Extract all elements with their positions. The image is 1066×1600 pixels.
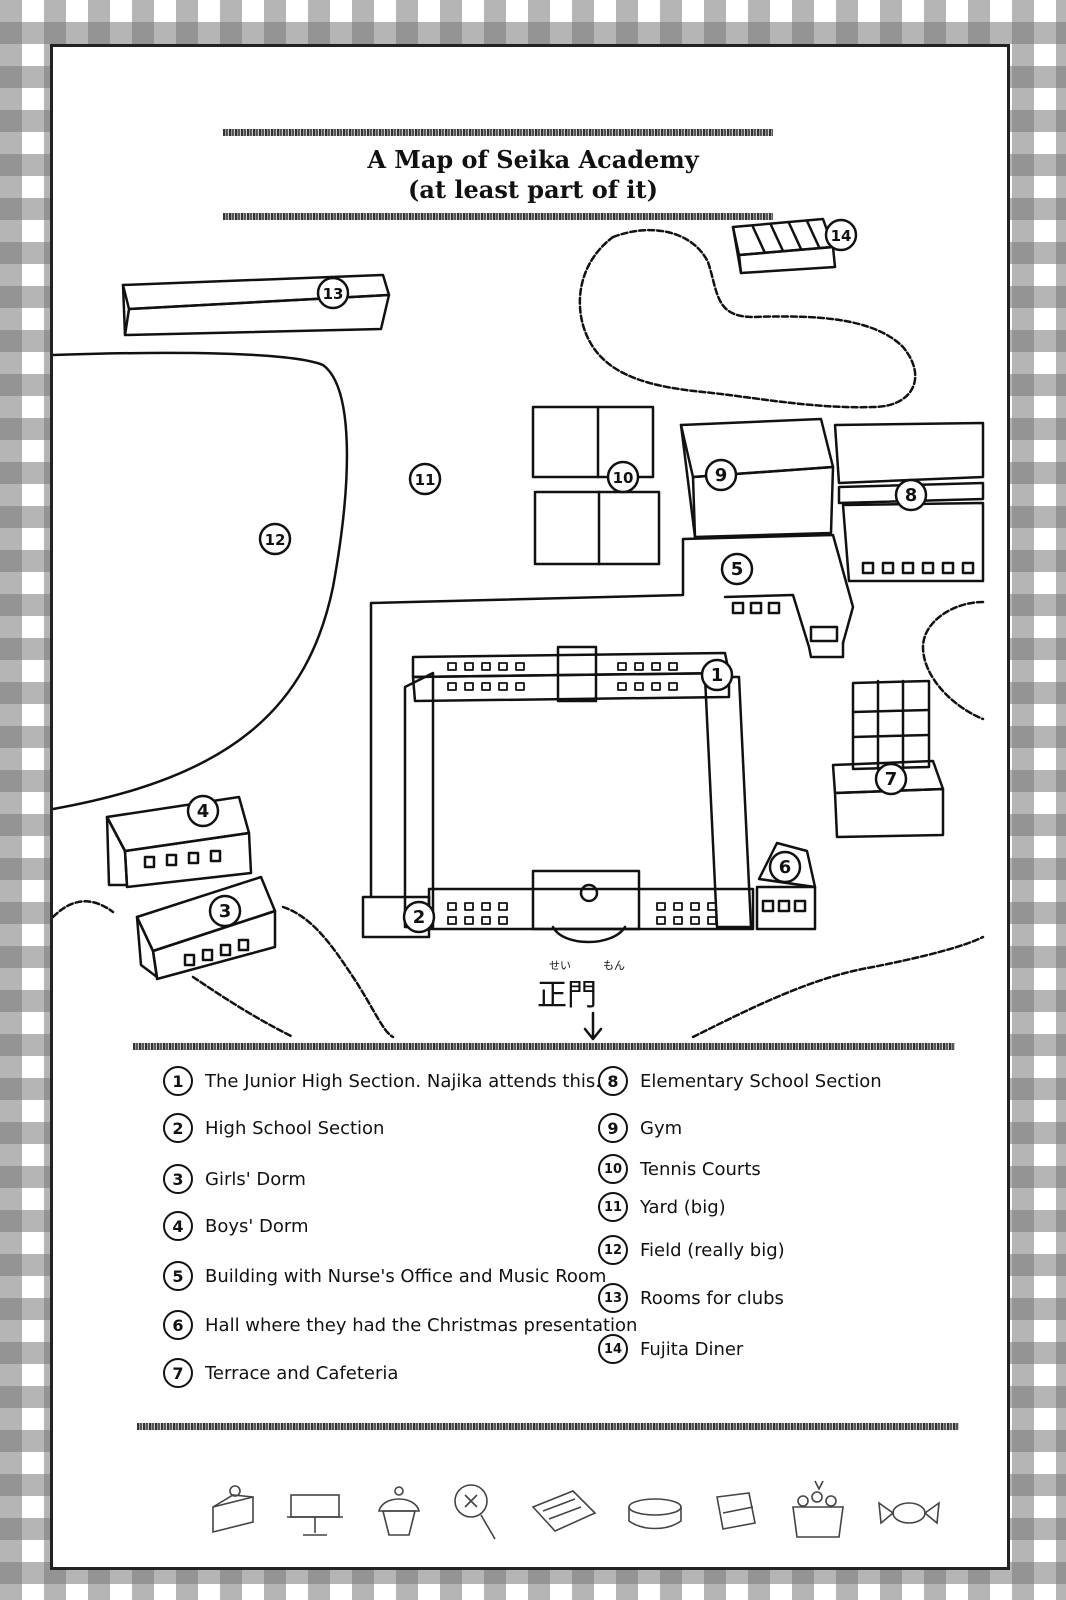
legend-text: Yard (big) xyxy=(640,1196,726,1218)
title-rule-top xyxy=(223,129,773,136)
svg-text:7: 7 xyxy=(885,769,898,790)
field-area xyxy=(53,351,349,811)
legend-rule-top xyxy=(133,1043,955,1050)
legend-text: High School Section xyxy=(205,1117,385,1139)
christmas-hall-building xyxy=(755,841,817,931)
legend-text: The Junior High Section. Najika attends … xyxy=(205,1070,601,1092)
legend-text: Field (really big) xyxy=(640,1239,785,1261)
map-title: A Map of Seika Academy xyxy=(367,145,699,174)
title-rule-bottom xyxy=(223,213,773,220)
svg-text:10: 10 xyxy=(613,469,634,487)
marker-11[interactable]: 11 xyxy=(408,462,442,496)
nurse-music-building xyxy=(723,593,845,659)
legend-text: Tennis Courts xyxy=(640,1158,761,1180)
legend-text: Building with Nurse's Office and Music R… xyxy=(205,1265,607,1287)
main-gate-label: 正門 xyxy=(537,978,597,1013)
marker-5[interactable]: 5 xyxy=(720,552,754,586)
marker-6[interactable]: 6 xyxy=(768,850,802,884)
marker-8[interactable]: 8 xyxy=(894,478,928,512)
svg-text:6: 6 xyxy=(779,857,792,878)
svg-text:11: 11 xyxy=(415,471,436,489)
gate-arrow-icon xyxy=(583,1011,603,1041)
svg-text:14: 14 xyxy=(831,227,852,245)
marker-12[interactable]: 12 xyxy=(258,522,292,556)
terrace-cafeteria-building xyxy=(831,679,945,839)
chocolate-bar-icon xyxy=(531,1490,597,1532)
marker-2[interactable]: 2 xyxy=(402,900,436,934)
svg-text:9: 9 xyxy=(715,465,728,486)
legend-text: Boys' Dorm xyxy=(205,1215,309,1237)
club-rooms-building xyxy=(121,273,391,337)
girls-dorm-building xyxy=(135,875,277,981)
marker-10[interactable]: 10 xyxy=(606,460,640,494)
cake-icon xyxy=(212,1485,254,1534)
cake-stand-icon xyxy=(287,1494,343,1536)
tennis-courts xyxy=(531,405,661,566)
svg-text:8: 8 xyxy=(905,485,918,506)
svg-text:5: 5 xyxy=(731,559,744,580)
gate-furigana-2: もん xyxy=(603,959,625,972)
legend-rule-bottom xyxy=(137,1423,959,1430)
svg-text:1: 1 xyxy=(711,665,724,686)
svg-text:2: 2 xyxy=(413,907,426,928)
marker-13[interactable]: 13 xyxy=(316,276,350,310)
sweets-decoration-row xyxy=(212,1480,940,1540)
svg-text:12: 12 xyxy=(265,531,286,549)
lollipop-icon xyxy=(454,1484,496,1540)
legend-text: Elementary School Section xyxy=(640,1070,882,1092)
elementary-school-building xyxy=(833,421,985,583)
marker-7[interactable]: 7 xyxy=(874,762,908,796)
map-subtitle: (at least part of it) xyxy=(408,175,658,204)
pancake-icon xyxy=(628,1498,682,1530)
trees-top xyxy=(578,228,917,409)
svg-text:3: 3 xyxy=(219,901,232,922)
fruit-cake-icon xyxy=(792,1480,844,1538)
marker-4[interactable]: 4 xyxy=(186,794,220,828)
fujita-diner-building xyxy=(731,217,837,275)
gym-building xyxy=(679,417,835,539)
marker-14[interactable]: 14 xyxy=(824,218,858,252)
legend-text: Hall where they had the Christmas presen… xyxy=(205,1314,638,1336)
map-panel: A Map of Seika Academy (at least part of… xyxy=(50,44,1010,1570)
marker-1[interactable]: 1 xyxy=(700,658,734,692)
marker-3[interactable]: 3 xyxy=(208,894,242,928)
svg-text:13: 13 xyxy=(323,285,344,303)
cupcake-icon xyxy=(377,1486,421,1536)
legend-text: Fujita Diner xyxy=(640,1338,744,1360)
legend-text: Rooms for clubs xyxy=(640,1287,784,1309)
campus-map: せい もん 正門 1 2 3 4 5 6 7 8 9 10 11 12 13 1… xyxy=(53,217,985,1041)
cookie-icon xyxy=(716,1492,756,1530)
legend-text: Terrace and Cafeteria xyxy=(205,1362,399,1384)
gate-furigana-1: せい xyxy=(549,959,571,972)
marker-9[interactable]: 9 xyxy=(704,458,738,492)
main-school-building xyxy=(361,645,755,944)
legend-text: Gym xyxy=(640,1117,683,1139)
boys-dorm-building xyxy=(105,795,253,889)
trees-bottom-left xyxy=(53,900,395,1039)
svg-text:4: 4 xyxy=(197,801,210,822)
legend-text: Girls' Dorm xyxy=(205,1168,306,1190)
wrapped-candy-icon xyxy=(878,1501,940,1525)
trees-bottom-right xyxy=(691,935,985,1039)
trees-right xyxy=(921,600,985,721)
